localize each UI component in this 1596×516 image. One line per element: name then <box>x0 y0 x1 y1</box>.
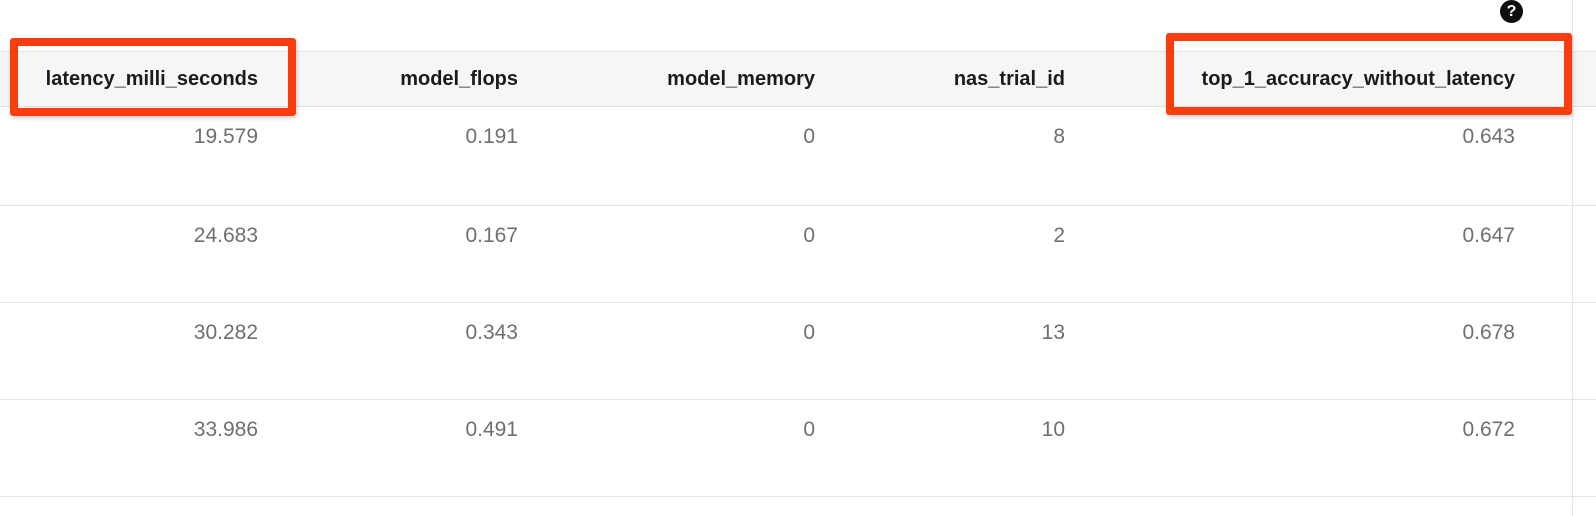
cell-latency: 19.579 <box>193 125 258 148</box>
metrics-table: latency_milli_seconds model_flops model_… <box>0 51 1596 497</box>
cell-top-1-accuracy: 0.643 <box>1462 125 1515 148</box>
cell-overflow <box>1572 206 1596 224</box>
column-header-latency-milli-seconds[interactable]: latency_milli_seconds <box>45 67 258 90</box>
cell-nas-trial-id: 8 <box>1053 125 1065 148</box>
table-row: 33.986 0.491 0 10 0.672 <box>0 400 1596 497</box>
cell-model-flops: 0.491 <box>465 418 518 441</box>
cell-latency: 30.282 <box>193 321 258 344</box>
table-header-row: latency_milli_seconds model_flops model_… <box>0 51 1596 107</box>
column-divider <box>1572 0 1573 516</box>
table-row: 19.579 0.191 0 8 0.643 <box>0 107 1596 206</box>
table-row: 30.282 0.343 0 13 0.678 <box>0 303 1596 400</box>
column-header-top-1-accuracy-without-latency[interactable]: top_1_accuracy_without_latency <box>1201 67 1515 90</box>
cell-overflow <box>1572 303 1596 321</box>
cell-top-1-accuracy: 0.678 <box>1462 321 1515 344</box>
cell-latency: 33.986 <box>193 418 258 441</box>
table-row: 24.683 0.167 0 2 0.647 <box>0 206 1596 303</box>
cell-top-1-accuracy: 0.672 <box>1462 418 1515 441</box>
cell-nas-trial-id: 10 <box>1041 418 1065 441</box>
cell-latency: 24.683 <box>193 224 258 247</box>
cell-overflow <box>1572 107 1596 125</box>
column-header-nas-trial-id[interactable]: nas_trial_id <box>953 67 1065 90</box>
cell-model-flops: 0.343 <box>465 321 518 344</box>
column-header-model-flops[interactable]: model_flops <box>400 67 518 90</box>
cell-top-1-accuracy: 0.647 <box>1462 224 1515 247</box>
cell-model-flops: 0.167 <box>465 224 518 247</box>
cell-overflow <box>1572 400 1596 418</box>
cell-model-memory: 0 <box>803 224 815 247</box>
cell-model-flops: 0.191 <box>465 125 518 148</box>
cell-nas-trial-id: 2 <box>1053 224 1065 247</box>
cell-model-memory: 0 <box>803 321 815 344</box>
help-icon[interactable]: ? <box>1500 0 1523 23</box>
cell-nas-trial-id: 13 <box>1041 321 1065 344</box>
cell-model-memory: 0 <box>803 418 815 441</box>
column-header-model-memory[interactable]: model_memory <box>667 67 815 90</box>
cell-model-memory: 0 <box>803 125 815 148</box>
help-icon-glyph: ? <box>1506 2 1517 20</box>
